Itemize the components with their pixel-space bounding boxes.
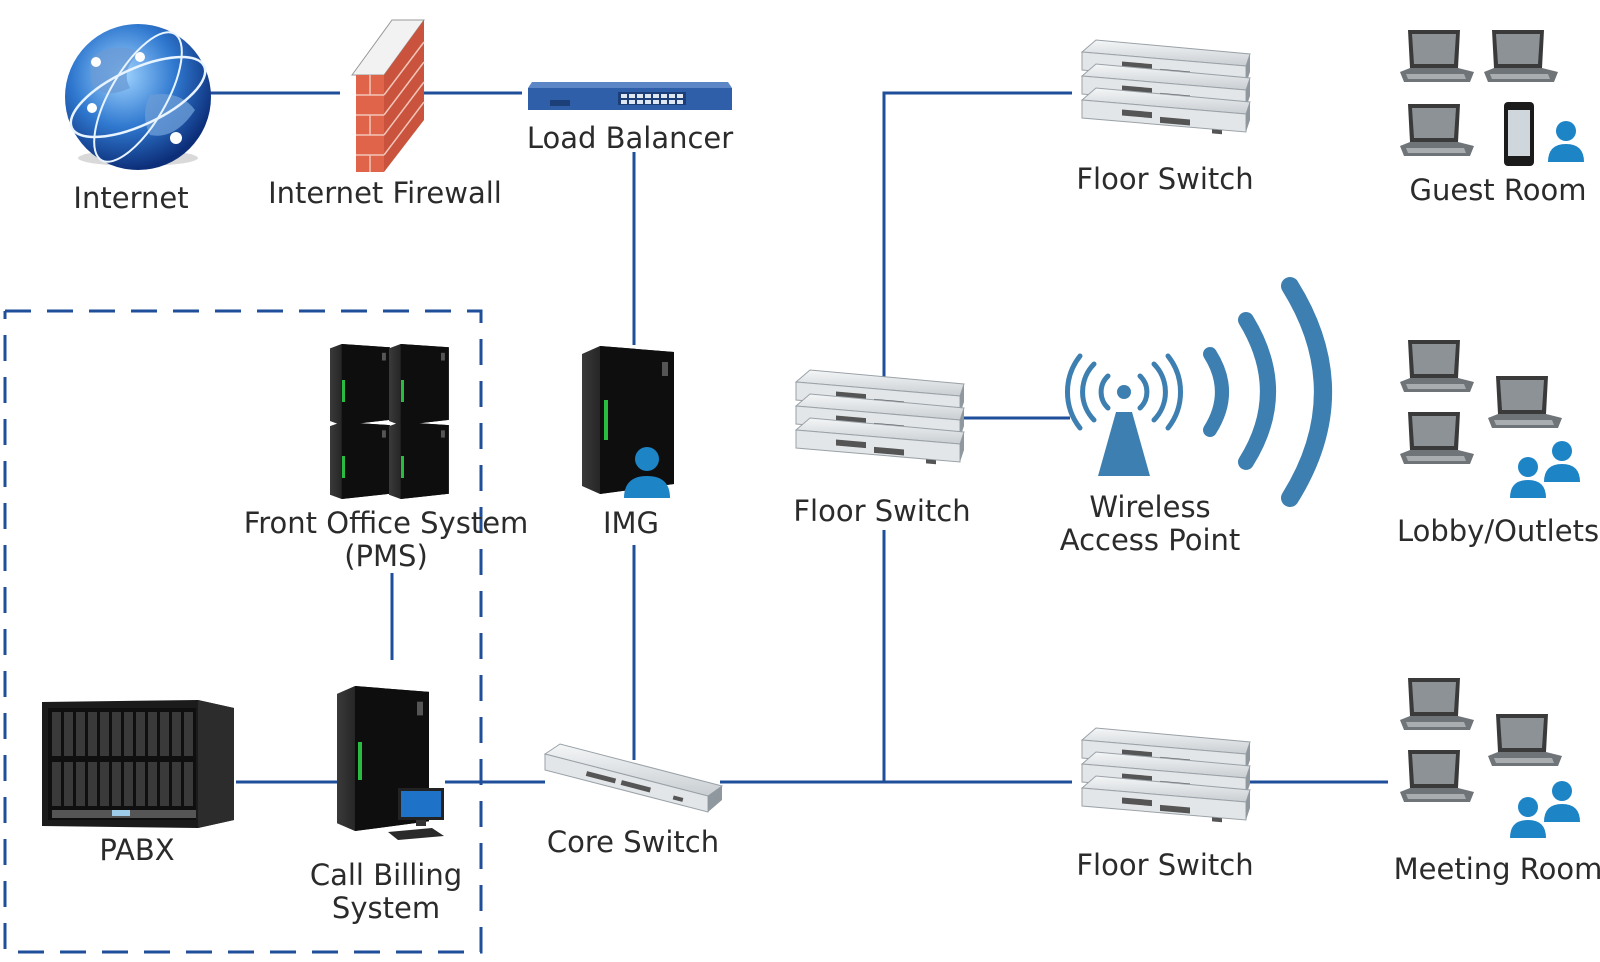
server-workstation-icon <box>337 686 444 840</box>
user-icon <box>624 447 670 498</box>
wireless-ap-label-line2: Access Point <box>1060 523 1241 557</box>
monitor-icon <box>388 788 444 840</box>
core-switch-node: Core Switch <box>543 743 724 859</box>
front-office-label-line1: Front Office System <box>244 506 529 540</box>
server-cluster-icon <box>330 344 449 499</box>
floor-switch-center-label: Floor Switch <box>793 494 970 528</box>
call-billing-node: Call Billing System <box>310 686 462 925</box>
switch-stack-icon <box>1081 39 1251 135</box>
floor-switch-top-node: Floor Switch <box>1076 39 1254 196</box>
user-icon <box>1548 121 1584 162</box>
pabx-node: PABX <box>42 700 234 867</box>
blade-chassis-icon <box>42 700 234 828</box>
floor-switch-bottom-label: Floor Switch <box>1076 848 1253 882</box>
firewall-node: Internet Firewall <box>268 19 502 210</box>
wifi-antenna-icon <box>1065 277 1332 507</box>
floor-switch-bottom-node: Floor Switch <box>1076 727 1254 882</box>
switch-stack-icon <box>1081 727 1251 823</box>
connection-lines <box>210 91 1388 784</box>
meeting-room-node: Meeting Room <box>1394 678 1600 886</box>
call-billing-label-line2: System <box>332 891 440 925</box>
load-balancer-node: Load Balancer <box>527 82 733 155</box>
floor-switch-top-label: Floor Switch <box>1076 162 1253 196</box>
img-label: IMG <box>603 506 659 540</box>
users-icon <box>1510 781 1580 838</box>
network-switch-icon <box>543 743 724 813</box>
floor-switch-center-node: Floor Switch <box>793 369 971 528</box>
phone-icon <box>1504 102 1534 166</box>
firewall-icon <box>351 19 425 172</box>
internet-node: Internet <box>65 24 211 215</box>
laptops-phone-user-icon <box>1400 30 1584 166</box>
users-icon <box>1510 441 1580 498</box>
globe-icon <box>65 24 211 170</box>
lobby-label: Lobby/Outlets <box>1397 514 1599 548</box>
pabx-label: PABX <box>99 833 174 867</box>
meeting-room-label: Meeting Room <box>1394 852 1600 886</box>
front-office-node: Front Office System (PMS) <box>244 344 529 573</box>
wireless-ap-label-line1: Wireless <box>1089 490 1210 524</box>
wireless-ap-node: Wireless Access Point <box>1060 277 1332 557</box>
laptops-users-icon <box>1400 678 1580 838</box>
firewall-label: Internet Firewall <box>268 176 502 210</box>
core-switch-label: Core Switch <box>547 825 719 859</box>
guest-room-node: Guest Room <box>1400 30 1586 207</box>
guest-room-label: Guest Room <box>1410 173 1587 207</box>
front-office-label-line2: (PMS) <box>344 539 428 573</box>
switch-stack-icon <box>795 369 965 465</box>
call-billing-label-line1: Call Billing <box>310 858 462 892</box>
internet-label: Internet <box>73 181 188 215</box>
lobby-node: Lobby/Outlets <box>1397 340 1599 548</box>
internal-systems-boundary <box>3 309 483 954</box>
laptops-users-icon <box>1400 340 1580 498</box>
server-user-icon <box>582 346 674 498</box>
img-node: IMG <box>582 346 674 540</box>
rack-device-icon <box>528 82 732 110</box>
load-balancer-label: Load Balancer <box>527 121 733 155</box>
